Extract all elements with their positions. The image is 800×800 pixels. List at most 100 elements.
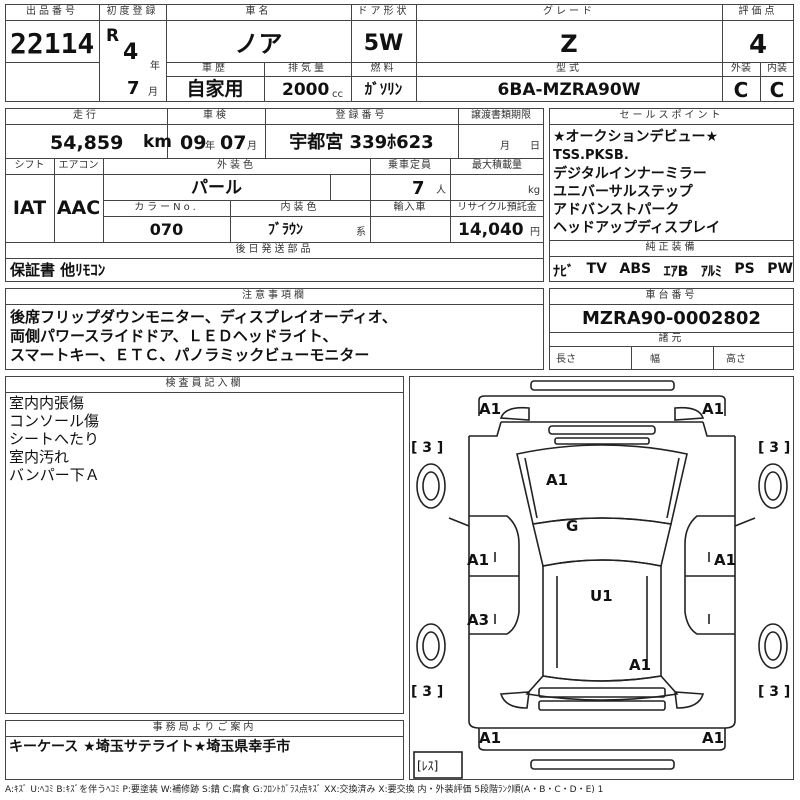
- car-damage-diagram: [413, 380, 788, 779]
- mark-front-right: A1: [702, 400, 725, 418]
- ac-label: エアコン: [58, 160, 99, 171]
- length-label: 長さ: [556, 354, 576, 365]
- capacity: 7: [412, 178, 425, 199]
- mark-rear-right: A1: [702, 729, 725, 747]
- notes-box: [5, 288, 544, 370]
- tire-front-right: [ 3 ]: [758, 440, 791, 456]
- shift: IAT: [12, 197, 47, 219]
- era: R: [106, 26, 120, 46]
- sales-point-line: TSS.PKSB.: [553, 148, 629, 163]
- sales-point-line: デジタルインナーミラー: [553, 166, 707, 182]
- transfer-month: 月: [500, 141, 510, 152]
- sales-point-line: アドバンストパーク: [553, 202, 680, 218]
- fuel-label: 燃料: [370, 63, 397, 74]
- equipment-item: ｴｱB: [663, 264, 689, 280]
- sales-points-box: [549, 108, 794, 282]
- color-label: 外装色: [217, 160, 256, 171]
- displacement-unit: cc: [332, 89, 343, 100]
- score: 4: [748, 30, 768, 60]
- model: 6BA-MZRA90W: [497, 80, 641, 100]
- mark-rear-glass: A1: [629, 656, 652, 674]
- equipment-item: ﾅﾋﾞ: [553, 264, 574, 280]
- inspector-label: 検査員記入欄: [165, 378, 244, 389]
- equipment-list: ﾅﾋﾞ TV ABS ｴｱB ｱﾙﾐ PS PW: [553, 261, 793, 281]
- shift-label: シフト: [14, 160, 45, 171]
- color-no-label: カラーNo.: [134, 202, 199, 213]
- mileage-unit: km: [143, 132, 173, 152]
- inspection-year: 09: [180, 132, 207, 154]
- office-label: 事務局よりご案内: [152, 722, 257, 733]
- door-type: 5W: [363, 31, 404, 56]
- capacity-label: 乗車定員: [388, 160, 432, 171]
- inspection-month: 07: [220, 132, 247, 154]
- equipment-item: ABS: [619, 261, 652, 277]
- plate-label: 登録番号: [335, 110, 388, 121]
- chassis-label: 車台番号: [645, 290, 698, 301]
- inspector-line: コンソール傷: [9, 412, 100, 430]
- notes-line: スマートキー、ＥＴＣ、パノラミックビューモニター: [10, 346, 370, 364]
- plate-number: 宇都宮 339ﾎ623: [289, 132, 434, 153]
- sales-points-label: セールスポイント: [619, 110, 724, 121]
- inspector-line: シートへたり: [9, 430, 100, 448]
- interior-color-unit: 系: [356, 227, 366, 238]
- ac: AAC: [56, 197, 101, 219]
- sales-point-line: ★オークションデビュー★: [553, 129, 719, 145]
- mark-left-rear: A3: [467, 611, 490, 629]
- history: 自家用: [186, 78, 244, 100]
- mark-left-front-door: A1: [467, 551, 490, 569]
- inspection-month-unit: 月: [247, 141, 257, 152]
- mark-roof: G: [566, 517, 579, 535]
- equipment-item: TV: [586, 261, 607, 277]
- transfer-label: 譲渡書類期限: [471, 110, 531, 121]
- notes-line: 両側パワースライドドア、ＬＥＤヘッドライト、: [10, 327, 338, 345]
- recycle-unit: 円: [530, 227, 540, 238]
- mark-right-front-door: A1: [714, 551, 737, 569]
- damage-diagram-box: [409, 376, 794, 780]
- color: パール: [191, 178, 242, 198]
- notes-label: 注意事項欄: [242, 290, 307, 301]
- mileage-label: 走行: [73, 110, 99, 121]
- mark-front-left: A1: [479, 400, 502, 418]
- first-registration-label: 初度登録: [106, 6, 159, 17]
- model-label: 型式: [556, 63, 582, 74]
- notes-line: 後席フリップダウンモニター、ディスプレイオーディオ、: [10, 308, 397, 326]
- interior-color: ﾌﾞﾗｳﾝ: [268, 222, 303, 238]
- history-label: 車歴: [202, 63, 228, 74]
- exterior-grade: C: [733, 78, 749, 102]
- equipment-label: 純正装備: [645, 242, 698, 253]
- interior-grade: C: [769, 78, 785, 102]
- inspector-line: 室内内張傷: [9, 394, 85, 412]
- displacement-label: 排気量: [288, 63, 327, 74]
- mark-center: U1: [590, 587, 613, 605]
- inspector-box: [5, 376, 404, 714]
- car-name-label: 車名: [245, 6, 272, 17]
- tire-front-left: [ 3 ]: [411, 440, 444, 456]
- year-unit: 年: [150, 61, 160, 72]
- import-label: 輸入車: [393, 202, 427, 213]
- tire-rear-right: [ 3 ]: [758, 684, 791, 700]
- sales-point-line: ユニバーサルステップ: [553, 184, 693, 200]
- interior-color-label: 内装色: [280, 202, 320, 213]
- sales-point-line: ヘッドアップディスプレイ: [553, 220, 721, 236]
- detail-table: [5, 108, 544, 282]
- mark-hood: A1: [546, 471, 569, 489]
- displacement: 2000: [282, 80, 330, 100]
- header-table: [5, 4, 794, 102]
- lot-label: 出品番号: [26, 6, 78, 17]
- inspection-year-unit: 年: [205, 141, 215, 152]
- office-box: [5, 720, 404, 780]
- recycle-fee: 14,040: [458, 220, 524, 240]
- office-text: キーケース ★埼玉サテライト★埼玉県幸手市: [9, 739, 291, 755]
- recycle-label: リサイクル預託金: [457, 202, 537, 213]
- later-parts: 保証書 他ﾘﾓｺﾝ: [10, 261, 106, 279]
- specs-label: 諸元: [658, 333, 685, 344]
- legend: A:ｷｽﾞ U:ﾍｺﾐ B:ｷｽﾞを伴うﾍｺﾐ P:要塗装 W:補修跡 S:錆 …: [5, 785, 604, 795]
- month-unit: 月: [148, 87, 158, 98]
- inspector-line: 室内汚れ: [9, 448, 70, 466]
- fuel: ｶﾞｿﾘﾝ: [364, 80, 403, 98]
- tire-rear-left: [ 3 ]: [411, 684, 444, 700]
- transfer-day: 日: [530, 141, 540, 152]
- mileage: 54,859: [50, 132, 124, 154]
- equipment-item: PS: [734, 261, 755, 277]
- grade: Z: [560, 30, 578, 58]
